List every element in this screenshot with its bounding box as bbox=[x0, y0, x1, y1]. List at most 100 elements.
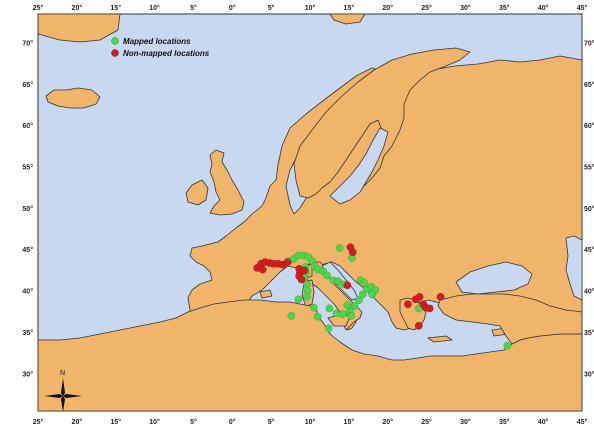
longitude-tick-label-top: 20° bbox=[382, 4, 393, 12]
legend-mapped-marker bbox=[111, 37, 119, 45]
mapped-location-marker bbox=[503, 341, 512, 350]
latitude-tick-label-left: 55° bbox=[22, 164, 33, 172]
mapped-location-marker bbox=[335, 244, 344, 252]
longitude-tick-label-bottom: 40° bbox=[538, 418, 549, 426]
latitude-tick-label-right: 70° bbox=[584, 39, 594, 47]
compass-rose: N bbox=[44, 370, 82, 412]
legend-mapped-label: Mapped locations bbox=[123, 37, 191, 46]
mapped-location-marker bbox=[323, 271, 331, 280]
non-mapped-locations-layer bbox=[253, 243, 445, 330]
longitude-tick-label-top: 20° bbox=[72, 4, 83, 12]
longitude-tick-label-top: 0° bbox=[229, 4, 236, 12]
mapped-location-marker bbox=[325, 304, 334, 313]
longitude-tick-label-bottom: 15° bbox=[110, 418, 121, 426]
compass-east-pointer bbox=[63, 394, 82, 398]
latitude-tick-label-left: 30° bbox=[22, 370, 33, 378]
latitude-tick-label-right: 40° bbox=[584, 288, 594, 296]
longitude-tick-label-top: 35° bbox=[499, 4, 510, 12]
non-mapped-location-marker bbox=[258, 265, 267, 274]
non-mapped-location-marker bbox=[343, 281, 352, 290]
longitude-tick-label-bottom: 20° bbox=[72, 418, 83, 426]
mapped-location-marker bbox=[303, 293, 311, 301]
longitude-tick-label-top: 5° bbox=[268, 4, 275, 12]
mapped-location-marker bbox=[303, 280, 311, 289]
compass-south-pointer bbox=[61, 396, 65, 412]
longitude-tick-label-bottom: 20° bbox=[382, 418, 393, 426]
svalbard-landmass bbox=[329, 13, 366, 25]
longitude-tick-label-bottom: 15° bbox=[344, 418, 355, 426]
latitude-tick-label-left: 60° bbox=[22, 122, 33, 130]
longitude-tick-label-bottom: 0° bbox=[229, 418, 236, 426]
latitude-tick-label-left: 65° bbox=[22, 81, 33, 89]
longitude-tick-label-top: 10° bbox=[149, 4, 160, 12]
mapped-location-marker bbox=[350, 302, 359, 310]
mapped-location-marker bbox=[347, 312, 355, 320]
crete-landmass bbox=[427, 335, 453, 343]
latitude-tick-label-right: 55° bbox=[584, 164, 594, 172]
mapped-location-marker bbox=[368, 290, 376, 299]
non-mapped-location-marker bbox=[414, 322, 423, 330]
mapped-location-marker bbox=[294, 295, 303, 304]
ireland-landmass bbox=[185, 179, 209, 206]
mapped-location-marker bbox=[310, 303, 318, 312]
mapped-location-marker bbox=[359, 290, 367, 299]
latitude-tick-label-right: 45° bbox=[584, 246, 594, 254]
compass-west-pointer bbox=[44, 394, 63, 398]
iceland-landmass bbox=[45, 87, 101, 109]
longitude-tick-label-top: 5° bbox=[190, 4, 197, 12]
mapped-location-marker bbox=[360, 279, 369, 287]
latitude-tick-label-left: 40° bbox=[22, 288, 33, 296]
longitude-tick-label-bottom: 30° bbox=[460, 418, 471, 426]
greenland-landmass bbox=[37, 13, 121, 43]
latitude-tick-label-left: 50° bbox=[22, 205, 33, 213]
baltic-sea bbox=[329, 127, 389, 205]
non-mapped-location-marker bbox=[283, 258, 292, 266]
mapped-location-marker bbox=[338, 310, 347, 319]
longitude-tick-label-bottom: 5° bbox=[268, 418, 275, 426]
longitude-tick-label-bottom: 25° bbox=[33, 418, 44, 426]
latitude-tick-label-right: 50° bbox=[584, 205, 594, 213]
latitude-tick-label-right: 60° bbox=[584, 122, 594, 130]
longitude-tick-label-top: 45° bbox=[577, 4, 588, 12]
mapped-location-marker bbox=[343, 301, 352, 309]
non-mapped-location-marker bbox=[436, 293, 445, 301]
longitude-tick-label-top: 15° bbox=[344, 4, 355, 12]
longitude-tick-label-bottom: 5° bbox=[190, 418, 197, 426]
longitude-tick-label-top: 15° bbox=[110, 4, 121, 12]
non-mapped-location-marker bbox=[297, 275, 306, 284]
latitude-tick-label-left: 35° bbox=[22, 329, 33, 337]
non-mapped-location-marker bbox=[404, 300, 412, 309]
non-mapped-location-marker bbox=[300, 266, 309, 275]
longitude-tick-label-top: 10° bbox=[305, 4, 316, 12]
legend-non-mapped-marker bbox=[111, 49, 119, 57]
latitude-tick-label-right: 30° bbox=[584, 370, 594, 378]
longitude-tick-label-top: 40° bbox=[538, 4, 549, 12]
longitude-tick-label-bottom: 35° bbox=[499, 418, 510, 426]
balearic-islands bbox=[259, 289, 273, 299]
mapped-location-marker bbox=[313, 312, 322, 321]
caspian-sea bbox=[565, 235, 583, 301]
scandinavia-landmass bbox=[293, 47, 471, 199]
non-mapped-location-marker bbox=[415, 293, 424, 301]
mapped-location-marker bbox=[287, 312, 296, 320]
compass-north-label: N bbox=[60, 370, 65, 377]
mapped-location-marker bbox=[324, 324, 333, 333]
longitude-tick-label-top: 30° bbox=[460, 4, 471, 12]
latitude-tick-label-right: 35° bbox=[584, 329, 594, 337]
non-mapped-location-marker bbox=[348, 248, 357, 256]
longitude-tick-label-top: 25° bbox=[33, 4, 44, 12]
longitude-tick-label-bottom: 25° bbox=[421, 418, 432, 426]
latitude-tick-label-left: 45° bbox=[22, 246, 33, 254]
graticule-ticks: 25°25°20°20°15°15°10°10°5°5°0°0°5°5°10°1… bbox=[22, 4, 594, 426]
longitude-tick-label-bottom: 45° bbox=[577, 418, 588, 426]
black-sea bbox=[455, 261, 533, 295]
legend: Mapped locations Non-mapped locations bbox=[111, 37, 210, 58]
latitude-tick-label-right: 65° bbox=[584, 81, 594, 89]
mapped-location-marker bbox=[355, 296, 363, 304]
anatolia-landmass bbox=[437, 293, 583, 345]
legend-non-mapped-label: Non-mapped locations bbox=[123, 49, 210, 58]
non-mapped-location-marker bbox=[425, 304, 434, 313]
compass-north-pointer bbox=[61, 378, 65, 396]
